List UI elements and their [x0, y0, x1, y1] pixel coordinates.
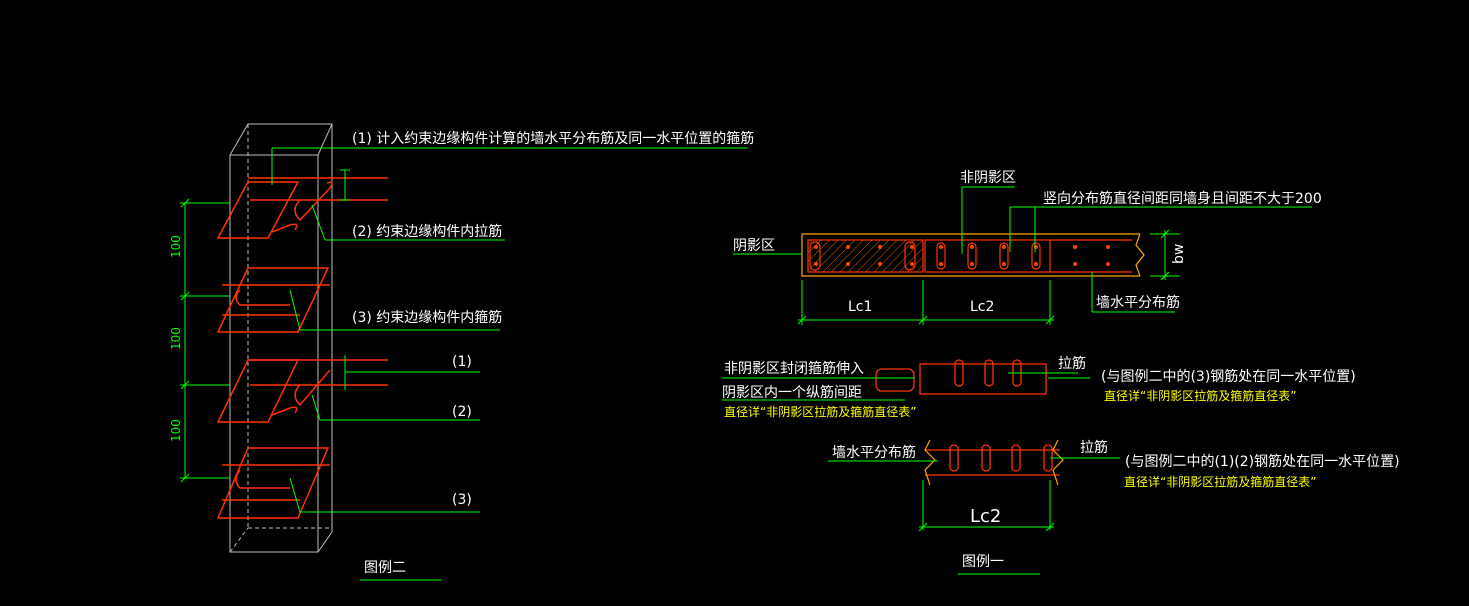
legend2-tag-2: (2): [452, 404, 472, 420]
closed-stirrup-detail: 非阴影区封闭箍筋伸入 拉筋 阴影区内一个纵筋间距 直径详“非阴影区拉筋及箍筋直径…: [722, 355, 1356, 419]
same-level-12-note: (与图例二中的(1)(2)钢筋处在同一水平位置): [1125, 453, 1400, 470]
stirrup-level-4: [216, 447, 330, 519]
non-shadow-area-label: 非阴影区: [960, 170, 1016, 186]
tie-bar-label: 拉筋: [1058, 355, 1086, 372]
legend2-label-2: (2) 约束边缘构件内拉筋: [352, 223, 502, 240]
legend2-label-1: (1) 计入约束边缘构件计算的墙水平分布筋及同一水平位置的箍筋: [352, 130, 754, 147]
diameter-note-c: 直径详“非阴影区拉筋及箍筋直径表”: [1124, 474, 1316, 489]
same-level-3-note: (与图例二中的(3)钢筋处在同一水平位置): [1101, 368, 1356, 385]
legend2-title: 图例二: [364, 560, 406, 576]
lc2-bottom-label: Lc2: [970, 506, 1001, 527]
legend2-leaders: [180, 147, 748, 581]
stirrup-level-2: [216, 267, 330, 333]
closed-stirrup-note: 非阴影区封闭箍筋伸入: [724, 360, 864, 377]
legend1-drawing: 非阴影区 竖向分布筋直径间距同墙身且间距不大于200 阴影区 bw Lc1 Lc…: [722, 170, 1400, 575]
shadow-area-label: 阴影区: [733, 238, 775, 254]
legend2-label-3: (3) 约束边缘构件内箍筋: [352, 309, 502, 326]
stirrup-level-1: [216, 177, 388, 239]
dim-100-mid: 100: [169, 327, 183, 350]
legend2-tag-1: (1): [452, 354, 472, 370]
wall-horizontal-rebar-label: 墙水平分布筋: [1096, 294, 1180, 311]
wall-horizontal-rebar-label-2: 墙水平分布筋: [832, 444, 916, 461]
vertical-rebar-note: 竖向分布筋直径间距同墙身且间距不大于200: [1043, 190, 1322, 207]
lc2-label: Lc2: [970, 299, 994, 315]
shadow-spacing-note: 阴影区内一个纵筋间距: [722, 384, 862, 401]
diameter-note-a: 直径详“非阴影区拉筋及箍筋直径表”: [724, 404, 916, 419]
legend2-drawing: (1) 计入约束边缘构件计算的墙水平分布筋及同一水平位置的箍筋 (2) 约束边缘…: [169, 123, 754, 581]
tie-bar-detail: 墙水平分布筋 拉筋 (与图例二中的(1)(2)钢筋处在同一水平位置) 直径详“非…: [828, 439, 1400, 575]
diameter-note-b: 直径详“非阴影区拉筋及箍筋直径表”: [1104, 388, 1296, 403]
lc1-label: Lc1: [848, 299, 872, 315]
legend1-title: 图例一: [962, 554, 1004, 570]
shadow-area-hatch: [808, 240, 923, 272]
legend2-tag-3: (3): [452, 492, 472, 508]
tie-bar-label-2: 拉筋: [1080, 439, 1108, 456]
wall-section: [801, 233, 1145, 277]
dim-100-bottom: 100: [169, 419, 183, 442]
dim-100-top: 100: [169, 235, 183, 258]
legend1-leaders: [733, 186, 1312, 325]
bw-label: bw: [1171, 244, 1187, 264]
stirrup-level-3: [216, 359, 388, 423]
